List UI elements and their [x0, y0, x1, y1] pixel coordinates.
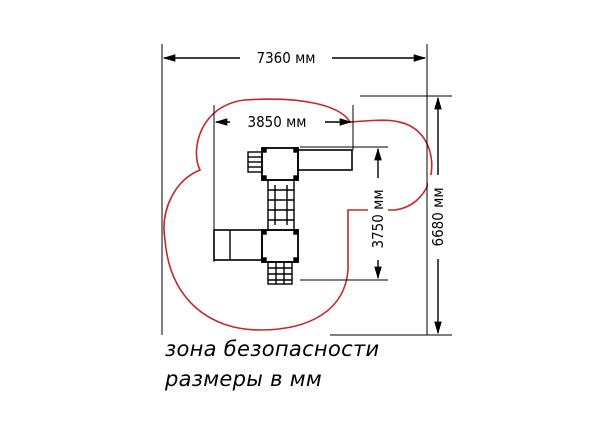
dim-overall-width: 7360 мм [257, 49, 316, 67]
bridge [267, 179, 295, 231]
slide-left [213, 229, 263, 261]
safety-zone-outline [163, 98, 433, 331]
slide-top [297, 149, 353, 171]
equipment-plan [213, 147, 353, 285]
extension-lines [161, 44, 452, 336]
ladder-bottom [267, 261, 293, 285]
dim-overall-depth: 6680 мм [429, 188, 447, 247]
dim-platform-width: 3850 мм [248, 113, 307, 131]
caption-units: размеры в мм [165, 367, 323, 391]
tower-upper [261, 147, 299, 181]
dimension-lines [162, 54, 442, 335]
caption-safety-zone: зона безопасности [165, 337, 380, 361]
dim-platform-depth: 3750 мм [369, 190, 387, 249]
tower-lower [261, 229, 299, 263]
